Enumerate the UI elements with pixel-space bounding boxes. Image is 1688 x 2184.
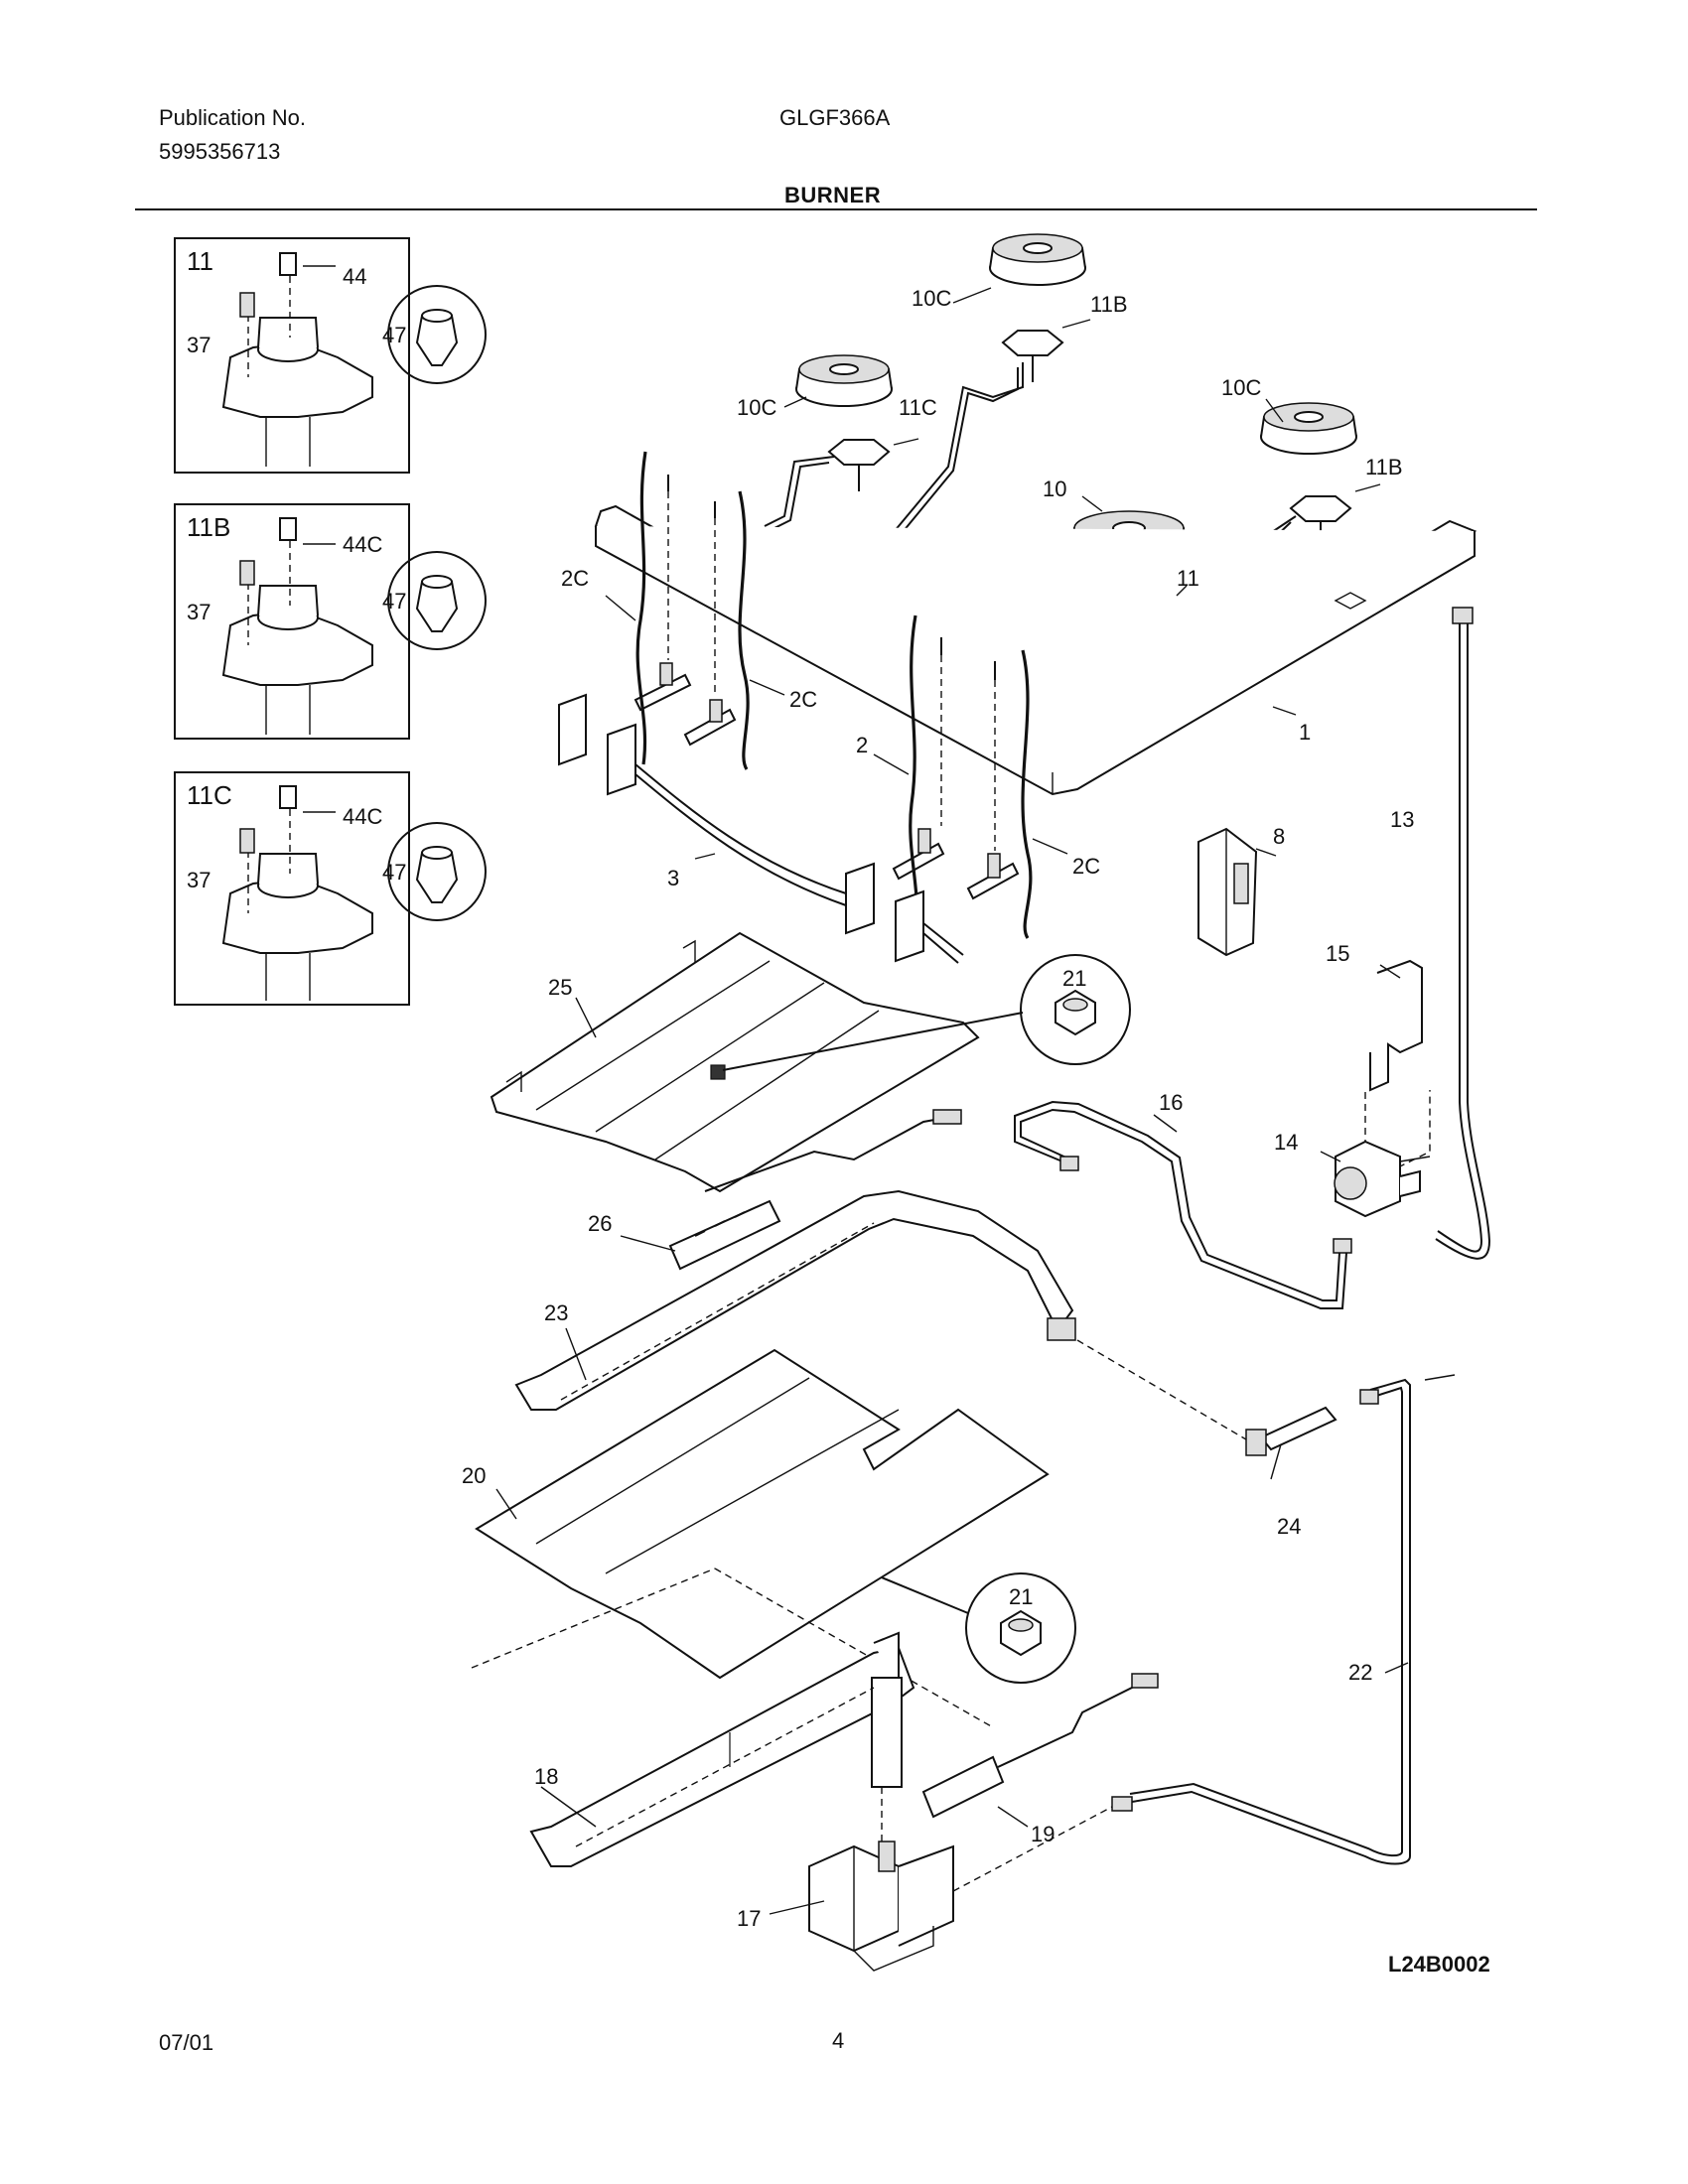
- pressure-regulator: [1334, 1140, 1421, 1218]
- label-19: 19: [1031, 1822, 1055, 1846]
- burner-cap-right-rear: [1260, 402, 1357, 455]
- regulator-bracket: [1364, 959, 1431, 1167]
- screw-label: 37: [187, 600, 211, 624]
- label-10: 10: [1043, 477, 1066, 501]
- broil-igniter: [668, 1109, 962, 1271]
- oven-safety-valve: [808, 1787, 1113, 1972]
- callout-label: 47: [382, 589, 406, 614]
- label-24: 24: [1277, 1514, 1301, 1539]
- label-21-b: 21: [1009, 1584, 1033, 1609]
- label-2: 2: [856, 733, 868, 757]
- label-17: 17: [737, 1906, 761, 1931]
- label-16: 16: [1159, 1090, 1183, 1115]
- manifold-rail: [594, 504, 1477, 796]
- model-number: GLGF366A: [779, 105, 891, 130]
- callout-label: 47: [382, 323, 406, 347]
- callout-labels: 10C 11B 10C 11C 10C 11B 10 11 2C 2C 1 2 …: [462, 286, 1414, 1931]
- burner-cap-left-front: [795, 354, 893, 407]
- label-11: 11: [1177, 566, 1199, 591]
- bake-burner: [529, 1631, 915, 1867]
- lower-baffle: [471, 1348, 1050, 1728]
- label-20: 20: [462, 1463, 486, 1488]
- oven-tube-22: [1111, 1378, 1411, 1865]
- detail-box-title: 11C: [187, 780, 232, 810]
- screw-label: 37: [187, 868, 211, 892]
- label-22: 22: [1348, 1660, 1372, 1685]
- label-1: 1: [1299, 720, 1311, 745]
- detail-box-11b: 11B 44C 37 47: [174, 503, 487, 740]
- label-15: 15: [1326, 941, 1349, 966]
- detail-box-11c: 11C 44C 37 47: [174, 771, 487, 1006]
- label-25: 25: [548, 975, 572, 1000]
- label-11c: 11C: [899, 395, 937, 420]
- upper-baffle: [490, 931, 1024, 1193]
- detail-box-11: 11 44 37 47: [174, 237, 487, 474]
- mounting-screws: [667, 475, 996, 851]
- label-10c-a: 10C: [912, 286, 951, 311]
- spark-module: [1197, 827, 1258, 957]
- orifice-label: 44: [343, 264, 366, 289]
- label-8: 8: [1273, 824, 1285, 849]
- oven-tube-16: [1014, 1100, 1352, 1309]
- label-11b-b: 11B: [1365, 455, 1403, 479]
- label-3: 3: [667, 866, 679, 890]
- label-18: 18: [534, 1764, 558, 1789]
- gas-valves: [633, 662, 1020, 900]
- manifold-bracket: [558, 693, 964, 964]
- orifice-label: 44C: [343, 532, 382, 557]
- detail-box-title: 11B: [187, 512, 230, 542]
- label-2c-a: 2C: [561, 566, 589, 591]
- publication-label: Publication No.: [159, 105, 306, 130]
- label-10c-b: 10C: [737, 395, 776, 420]
- detail-box-title: 11: [187, 246, 213, 276]
- label-14: 14: [1274, 1130, 1298, 1155]
- screw-label: 37: [187, 333, 211, 357]
- orifice-label: 44C: [343, 804, 382, 829]
- label-10c-c: 10C: [1221, 375, 1261, 400]
- oven-orifice-holder: [1245, 1406, 1337, 1456]
- label-2c-b: 2C: [789, 687, 817, 712]
- oven-igniter: [921, 1673, 1159, 1819]
- leader-lines: [495, 287, 1456, 1915]
- label-23: 23: [544, 1300, 568, 1325]
- publication-number: 5995356713: [159, 139, 281, 164]
- header-rule: [135, 208, 1537, 210]
- label-11b-a: 11B: [1090, 292, 1128, 317]
- broil-burner: [514, 1189, 1076, 1411]
- label-2c-c: 2C: [1072, 854, 1100, 879]
- footer-date: 07/01: [159, 2030, 214, 2055]
- label-26: 26: [588, 1211, 612, 1236]
- supply-tube-13: [1435, 607, 1491, 1260]
- diagram-code: L24B0002: [1388, 1952, 1490, 1977]
- burner-cap-rear-left: [989, 233, 1086, 286]
- label-21-a: 21: [1062, 966, 1086, 991]
- label-13: 13: [1390, 807, 1414, 832]
- section-title: BURNER: [784, 183, 882, 207]
- callout-label: 47: [382, 860, 406, 885]
- page-number: 4: [832, 2028, 845, 2053]
